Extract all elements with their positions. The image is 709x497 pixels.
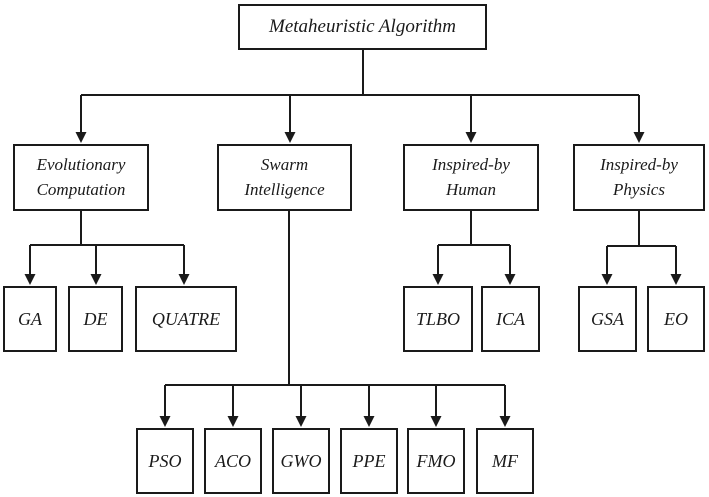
node-de: DE [68,286,123,352]
node-swarm-intelligence: Swarm Intelligence [217,144,352,211]
node-ga: GA [3,286,57,352]
node-evolutionary-computation: Evolutionary Computation [13,144,149,211]
node-gwo: GWO [272,428,330,494]
node-fmo: FMO [407,428,465,494]
node-mf: MF [476,428,534,494]
node-ppe: PPE [340,428,398,494]
node-quatre: QUATRE [135,286,237,352]
node-tlbo: TLBO [403,286,473,352]
node-metaheuristic-algorithm: Metaheuristic Algorithm [238,4,487,50]
node-aco: ACO [204,428,262,494]
node-pso: PSO [136,428,194,494]
edge-lines [29,50,677,419]
node-inspired-by-physics: Inspired-by Physics [573,144,705,211]
node-inspired-by-human: Inspired-by Human [403,144,539,211]
node-gsa: GSA [578,286,637,352]
node-eo: EO [647,286,705,352]
node-ica: ICA [481,286,540,352]
